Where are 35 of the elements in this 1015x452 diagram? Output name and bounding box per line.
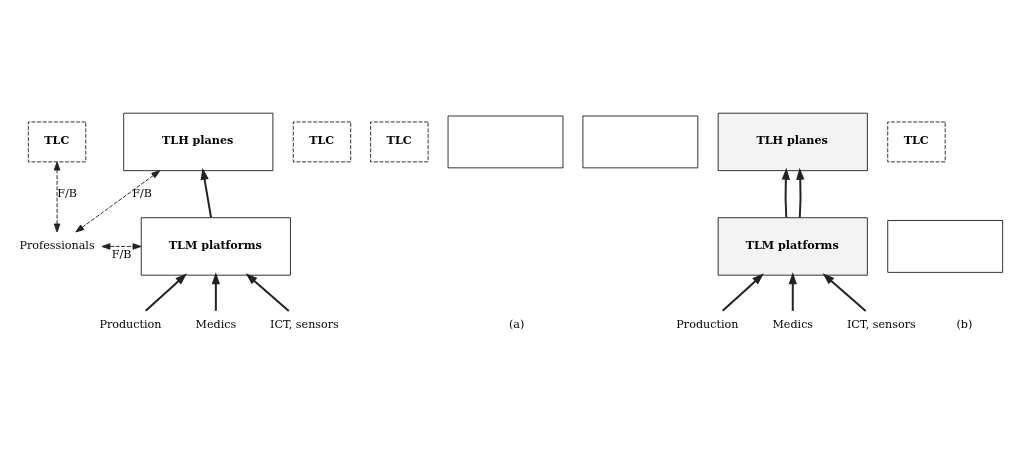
node-box: TLC	[370, 121, 429, 162]
node-text: ICT, sensors	[269, 317, 339, 331]
label: (a)	[509, 317, 525, 331]
node-text: ICT, sensors	[846, 317, 916, 331]
arrow	[721, 272, 764, 312]
arrow	[53, 161, 61, 232]
node-text: Production	[676, 317, 739, 331]
arrow	[211, 271, 221, 312]
node-text: Professionals	[19, 238, 95, 252]
arrow	[796, 167, 805, 218]
node-box: TLC	[887, 121, 946, 162]
node-box: TLM platforms	[140, 216, 291, 276]
node-box: TLC	[292, 121, 352, 162]
node-box: TLM platforms	[717, 216, 868, 276]
arrow	[200, 167, 213, 218]
node-box	[582, 115, 699, 168]
node-text: Production	[99, 317, 162, 331]
node-box: TLH planes	[717, 112, 868, 171]
node-box: TLC	[27, 121, 87, 162]
arrow	[144, 272, 188, 312]
node-box	[887, 219, 1004, 273]
node-text: Medics	[195, 317, 237, 331]
arrow	[101, 242, 142, 250]
arrow	[75, 169, 161, 232]
edge-label: F/B	[57, 186, 77, 200]
arrow	[822, 272, 867, 312]
edge-label: F/B	[111, 247, 132, 261]
node-box	[447, 115, 564, 168]
arrow	[788, 271, 797, 312]
node-text: Medics	[772, 317, 814, 331]
label: (b)	[956, 317, 973, 331]
arrow	[245, 272, 290, 312]
node-box: TLH planes	[123, 112, 274, 171]
edge-label: F/B	[132, 186, 152, 200]
arrow	[781, 167, 790, 218]
